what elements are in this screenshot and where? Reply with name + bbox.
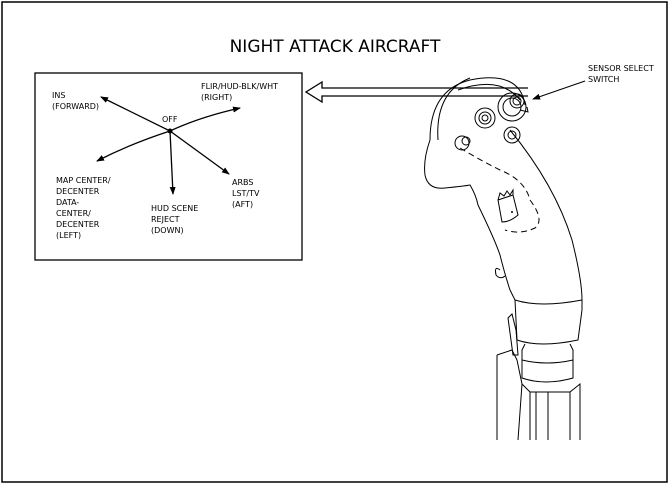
label-aft: ARBS LST/TV (AFT) — [232, 178, 260, 209]
svg-text:DATA-: DATA- — [56, 198, 79, 207]
sensor-select-switch — [509, 93, 525, 109]
svg-text:LST/TV: LST/TV — [232, 189, 260, 198]
callout-leader — [532, 80, 586, 100]
arrow-down — [169, 130, 176, 195]
arrow-left — [96, 130, 171, 162]
label-right: FLIR/HUD-BLK/WHT (RIGHT) — [201, 82, 278, 102]
svg-text:MAP CENTER/: MAP CENTER/ — [56, 176, 111, 185]
svg-text:FLIR/HUD-BLK/WHT: FLIR/HUD-BLK/WHT — [201, 82, 278, 91]
label-forward: INS (FORWARD) — [52, 91, 99, 111]
arrow-aft — [169, 130, 230, 175]
control-stick-base — [496, 313, 581, 441]
callout-line2: SWITCH — [588, 75, 619, 84]
switch-positions-box: OFF INS (FORWARD) FLIR/HUD-BLK/WHT (RIGH… — [34, 72, 303, 261]
svg-text:(AFT): (AFT) — [232, 200, 253, 209]
svg-text:DECENTER: DECENTER — [56, 220, 100, 229]
control-stick-grip — [424, 77, 583, 345]
svg-text:HUD SCENE: HUD SCENE — [151, 204, 198, 213]
arrow-forward — [100, 96, 171, 132]
svg-text:(LEFT): (LEFT) — [56, 231, 81, 240]
arrow-right — [169, 106, 241, 132]
label-off: OFF — [162, 115, 178, 124]
page-title: NIGHT ATTACK AIRCRAFT — [230, 37, 441, 57]
svg-text:REJECT: REJECT — [151, 215, 180, 224]
svg-text:DECENTER: DECENTER — [56, 187, 100, 196]
hollow-arrow-icon — [304, 80, 528, 104]
callout-line1: SENSOR SELECT — [588, 64, 654, 73]
label-left: MAP CENTER/ DECENTER DATA- CENTER/ DECEN… — [56, 176, 111, 240]
label-down: HUD SCENE REJECT (DOWN) — [151, 204, 198, 235]
svg-text:ARBS: ARBS — [232, 178, 253, 187]
svg-text:(DOWN): (DOWN) — [151, 226, 184, 235]
svg-text:(FORWARD): (FORWARD) — [52, 102, 99, 111]
svg-text:INS: INS — [52, 91, 65, 100]
svg-text:(RIGHT): (RIGHT) — [201, 93, 232, 102]
svg-text:CENTER/: CENTER/ — [56, 209, 91, 218]
